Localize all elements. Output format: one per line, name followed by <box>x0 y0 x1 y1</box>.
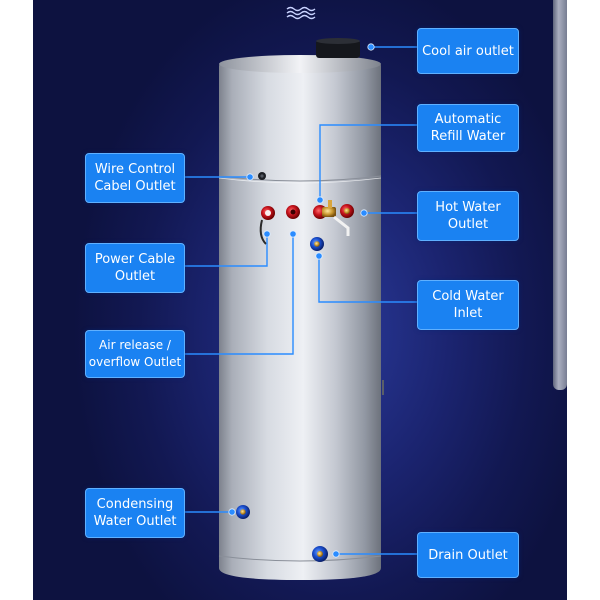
brass-valve <box>322 207 336 217</box>
label-power-cable-outlet: Power Cable Outlet <box>85 243 185 293</box>
background-device-edge <box>553 0 567 390</box>
cool-air-outlet-cap <box>316 40 360 58</box>
label-line-1: Air release / <box>99 338 171 352</box>
label-line-1: Condensing <box>96 497 174 512</box>
label-line-2: Outlet <box>114 269 156 284</box>
heat-wave-icon <box>286 6 316 20</box>
label-line-1: Power Cable <box>94 252 176 267</box>
label-line-2: Outlet <box>447 217 489 232</box>
tank-body <box>219 56 381 580</box>
label-line-1: Cold Water <box>432 289 504 304</box>
label-cool-air-outlet: Cool air outlet <box>417 28 519 74</box>
label-line-2: Inlet <box>453 306 483 321</box>
label-line-2: Water Outlet <box>93 514 177 529</box>
label-line-2: overflow Outlet <box>88 355 182 369</box>
label-air-release-overflow-outlet: Air release / overflow Outlet <box>85 330 185 378</box>
label-line-2: Refill Water <box>430 129 506 144</box>
label-drain-outlet-text: Drain Outlet <box>428 547 508 563</box>
label-automatic-refill-water: Automatic Refill Water <box>417 104 519 152</box>
label-wire-control-cable-outlet: Wire Control Cabel Outlet <box>85 153 185 203</box>
label-cool-air-outlet-text: Cool air outlet <box>422 43 514 59</box>
label-hot-water-outlet: Hot Water Outlet <box>417 191 519 241</box>
tank-top-rim <box>219 55 381 73</box>
leader-lines <box>183 46 417 555</box>
label-line-2: Cabel Outlet <box>94 179 176 194</box>
label-drain-outlet: Drain Outlet <box>417 532 519 578</box>
label-condensing-water-outlet: Condensing Water Outlet <box>85 488 185 538</box>
label-line-1: Wire Control <box>94 162 176 177</box>
label-line-1: Automatic <box>434 112 502 127</box>
label-cold-water-inlet: Cold Water Inlet <box>417 280 519 330</box>
label-line-1: Hot Water <box>435 200 501 215</box>
